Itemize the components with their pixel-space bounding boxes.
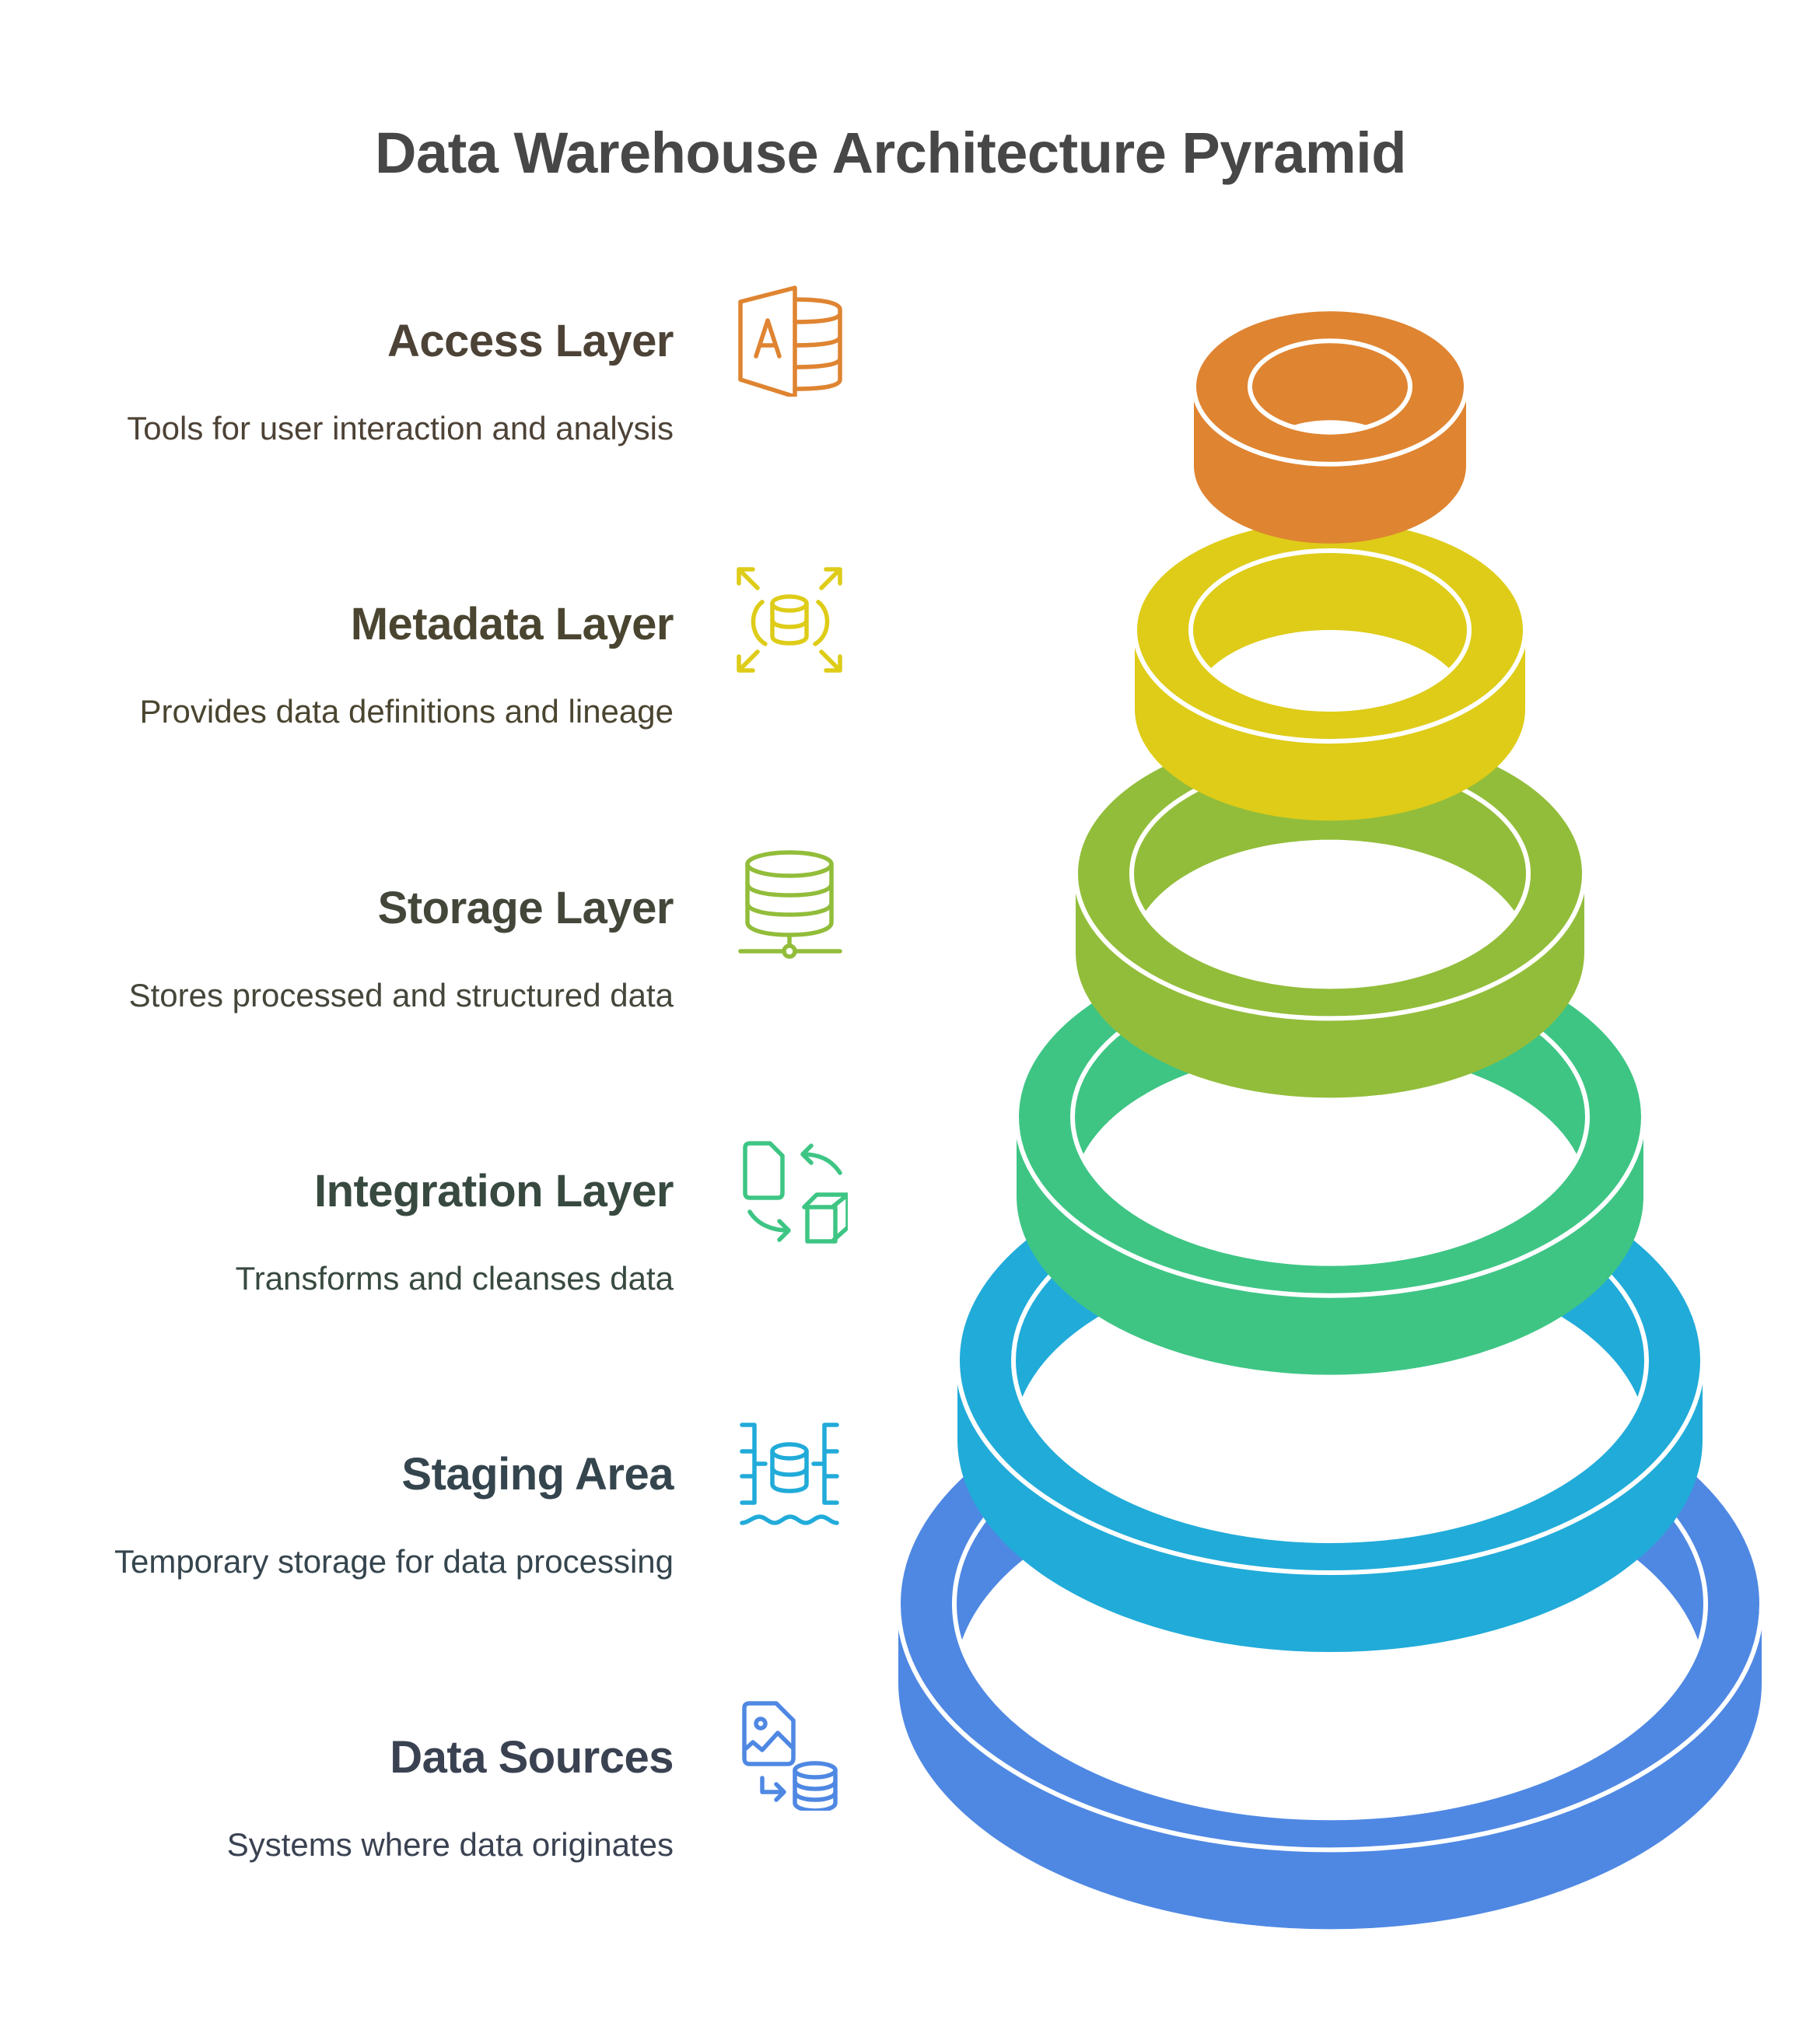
layer-description: Stores processed and structured data (128, 977, 674, 1013)
layer-description: Tools for user interaction and analysis (127, 410, 674, 446)
layer-description: Temporary storage for data processing (114, 1543, 674, 1580)
layer-label-integration: Integration Layer Transforms and cleanse… (0, 1164, 674, 1300)
ring-inner-wall (1250, 341, 1410, 432)
layer-title: Storage Layer (377, 883, 674, 933)
layer-label-access: Access Layer Tools for user interaction … (0, 314, 674, 450)
diagram-title: Data Warehouse Architecture Pyramid (375, 121, 1406, 185)
layer-title: Data Sources (390, 1732, 674, 1783)
database-server-icon (731, 845, 848, 961)
metadata-expand-icon (731, 562, 848, 678)
transform-file-cube-icon (731, 1128, 848, 1244)
layer-description: Systems where data originates (226, 1826, 674, 1863)
ring-inner-edge (1188, 548, 1472, 712)
ring-access (1192, 306, 1468, 544)
layer-label-storage: Storage Layer Stores processed and struc… (0, 881, 674, 1017)
layer-title: Integration Layer (313, 1166, 674, 1216)
layer-description: Provides data definitions and lineage (139, 693, 674, 730)
staging-database-water-icon (731, 1411, 848, 1528)
layer-description: Transforms and cleanses data (235, 1260, 674, 1297)
ring-metadata (1132, 516, 1528, 821)
image-file-to-database-icon (731, 1694, 848, 1811)
ring-inner-edge (1248, 338, 1412, 435)
layer-title: Staging Area (401, 1449, 674, 1500)
ring-storage (1073, 726, 1587, 1098)
layer-label-staging: Staging Area Temporary storage for data … (0, 1447, 674, 1583)
access-database-icon (731, 280, 848, 397)
ring-hole-floor (1132, 839, 1528, 987)
layer-label-data-sources: Data Sources Systems where data originat… (0, 1731, 674, 1866)
layer-title: Access Layer (387, 316, 674, 366)
ring-hole-floor (1073, 1049, 1587, 1264)
layer-label-metadata: Metadata Layer Provides data definitions… (0, 597, 674, 733)
layer-title: Metadata Layer (350, 599, 674, 649)
